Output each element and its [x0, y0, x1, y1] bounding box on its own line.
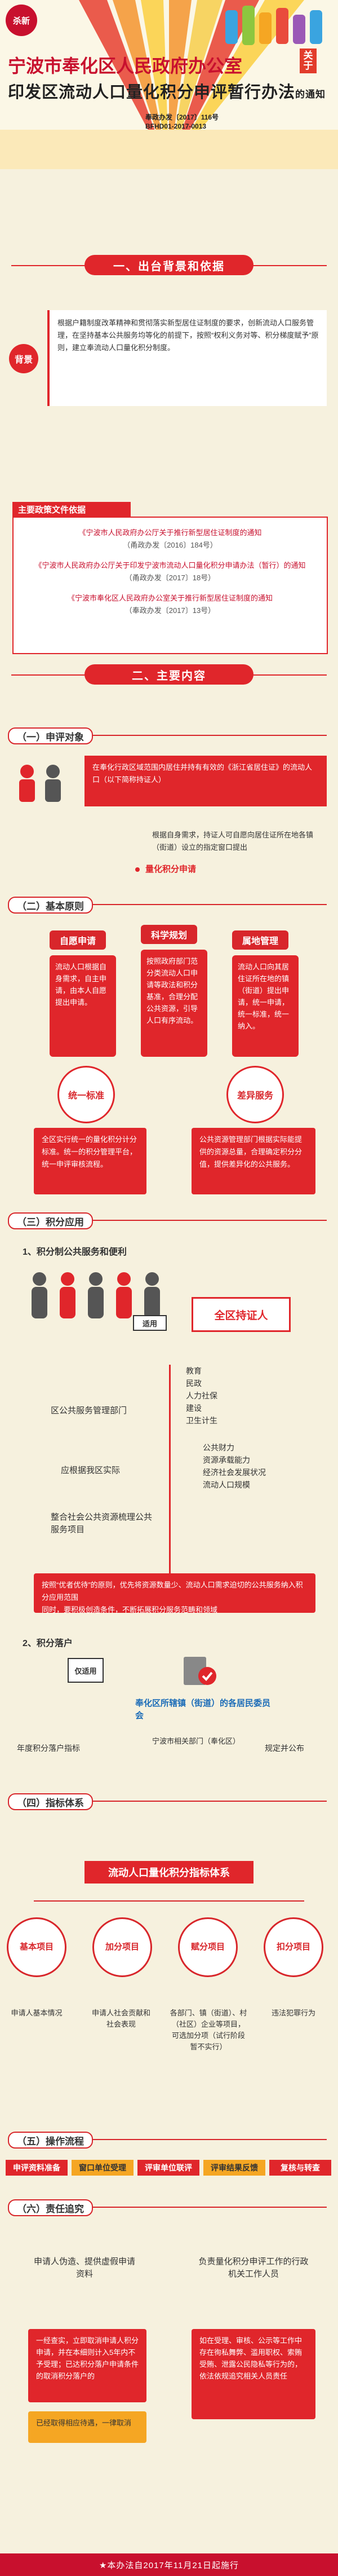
resp-left-head: 申请人伪造、提供虚假申请资料	[34, 2257, 136, 2279]
factor-label: 应根据我区实际	[61, 1466, 121, 1475]
title-line2: 印发区流动人口量化积分申评暂行办法的通知	[8, 83, 326, 102]
policy-list: 《宁波市人民政府办公厅关于推行新型居住证制度的通知（甬政办发〔2016〕184号…	[12, 517, 328, 654]
section-subject: （一）申评对象	[8, 727, 93, 744]
pillar-label: 科学规划	[141, 925, 197, 944]
pillar-text: 按照政府部门范分类流动人口申请等政法和积分基准，合理分配公共资源，引导人口有序流…	[141, 950, 207, 1057]
target2: 奉化区所辖镇（街道）的各居民委员会	[135, 1699, 271, 1721]
resp-right-head: 负责量化积分申评工作的行政机关工作人员	[198, 2257, 309, 2279]
scope-label: 适用	[133, 1315, 167, 1331]
resp-right-body: 如在受理、审核、公示等工作中存在徇私舞弊、滥用职权、索贿受贿、泄露公民隐私等行为…	[192, 2329, 315, 2419]
indicator-node: 扣分项目	[264, 1917, 323, 1977]
principle-circle: 差异服务	[226, 1066, 284, 1123]
sub-public-service: 1、积分制公共服务和便利	[23, 1247, 127, 1257]
background-text: 根据户籍制度改革精神和贯彻落实新型居住证制度的要求，创新流动人口服务管理，在坚持…	[47, 310, 327, 406]
section-principles: （二）基本原则	[8, 897, 93, 914]
section-process: （五）操作流程	[8, 2132, 93, 2149]
subject-text: 在奉化行政区域范围内居住并持有有效的《浙江省居住证》的流动人口（以下简称持证人）	[84, 756, 327, 806]
pillar-label: 自愿申请	[50, 930, 106, 950]
flow-step: 窗口单位受理	[72, 2160, 134, 2176]
scope2-label: 仅适用	[68, 1658, 104, 1683]
section-indicators: （四）指标体系	[8, 1793, 93, 1810]
check-doc-icon	[184, 1657, 216, 1685]
indicator-text: 申请人基本情况	[11, 2009, 63, 2017]
flow-step: 评审结果反馈	[203, 2160, 265, 2176]
title-line1: 宁波市奉化区人民政府办公室	[8, 55, 243, 77]
subject-text2: 根据自身需求，持证人可自愿向居住证所在地各镇（街道）设立的指定窗口提出	[152, 831, 314, 852]
target-holders: 全区持证人	[192, 1297, 291, 1332]
policy-item: 《宁波市人民政府办公厅关于印发宁波市流动人口量化积分申请办法（暂行）的通知（甬政…	[34, 561, 306, 582]
section-accountability: （六）责任追究	[8, 2199, 93, 2216]
pillar-text: 流动人口根据自身需求，自主申请，由本人自愿提出申请。	[50, 955, 116, 1057]
sub-settle: 2、积分落户	[23, 1639, 73, 1648]
flow-step: 评审单位联评	[137, 2160, 199, 2176]
dept-label: 区公共服务管理部门	[51, 1406, 127, 1415]
header-decoration	[0, 0, 338, 169]
part1-banner: 一、出台背景和依据	[84, 255, 254, 275]
indicator-text: 各部门、镇（街道）、村（社区）企业等项目，可选加分项（试行阶段暂不实行）	[170, 2009, 247, 2051]
pillar-label: 属地管理	[232, 930, 288, 950]
indicator-text: 申请人社会贡献和社会表现	[91, 2009, 150, 2028]
indicator-node: 加分项目	[92, 1917, 152, 1977]
title-guanyu: 关于	[300, 48, 317, 73]
indicator-node: 赋分项目	[178, 1917, 238, 1977]
score-tag: 量化积分申请	[145, 864, 197, 874]
principle-text: 全区实行统一的量化积分计分标准。统一的积分管理平台，统一申评审核流程。	[34, 1128, 146, 1194]
policy-item: 《宁波市人民政府办公厅关于推行新型居住证制度的通知（甬政办发〔2016〕184号…	[78, 528, 262, 549]
application-notes: 按照“优者优待”的原则，优先将资源数量少、流动人口需求迫切的公共服务纳入积分应用…	[34, 1573, 315, 1614]
indicator-banner: 流动人口量化积分指标体系	[84, 1861, 254, 1884]
policy-title: 主要政策文件依据	[12, 502, 131, 517]
principle-text: 公共资源管理部门根据实际能提供的资源总量，合理确定积分分值，提供差异化的公共服务…	[192, 1128, 315, 1194]
integrate-label: 整合社会公共资源梳理公共服务项目	[51, 1512, 153, 1534]
people-icon	[19, 765, 61, 802]
resp-left-body2: 已经取得相应待遇，一律取消	[28, 2411, 146, 2443]
indicator-text: 违法犯罪行为	[271, 2009, 315, 2017]
indicator-node: 基本项目	[7, 1917, 66, 1977]
year-mid: 宁波市相关部门（奉化区）	[152, 1737, 241, 1745]
title-suffix: 的通知	[295, 89, 326, 100]
flow-step: 申评资料准备	[6, 2160, 68, 2176]
policy-item: 《宁波市奉化区人民政府办公室关于推行新型居住证制度的通知（奉政办发〔2017〕1…	[67, 594, 273, 615]
footer-note: ★本办法自2017年11月21日起施行	[0, 2553, 338, 2576]
pillar-text: 流动人口向其居住证所在地的镇（街道）提出申请，统一申请，统一标准，统一纳入。	[232, 955, 299, 1057]
principle-circle: 统一标准	[57, 1066, 115, 1123]
part2-banner: 二、主要内容	[84, 664, 254, 685]
header-seal: 杀新	[6, 5, 37, 36]
resp-left-body: 一经查实，立即取消申请人积分申请，并在本细则计入5年内不予受理；已达积分落户申请…	[28, 2329, 146, 2402]
factor-list: 公共财力资源承载能力经济社会发展状况流动人口规模	[203, 1443, 266, 1489]
background-badge: 背景	[9, 344, 38, 373]
people-group-icon	[32, 1272, 160, 1318]
dept-list: 教育民政人力社保建设卫生计生	[186, 1366, 217, 1425]
year-end: 规定并公布	[265, 1744, 304, 1753]
year-label: 年度积分落户指标	[17, 1744, 80, 1753]
flow-step: 复核与转查	[269, 2160, 331, 2176]
header: 杀新 宁波市奉化区人民政府办公室 关于 印发区流动人口量化积分申评暂行办法的通知…	[0, 0, 338, 169]
section-application: （三）积分应用	[8, 1212, 93, 1229]
